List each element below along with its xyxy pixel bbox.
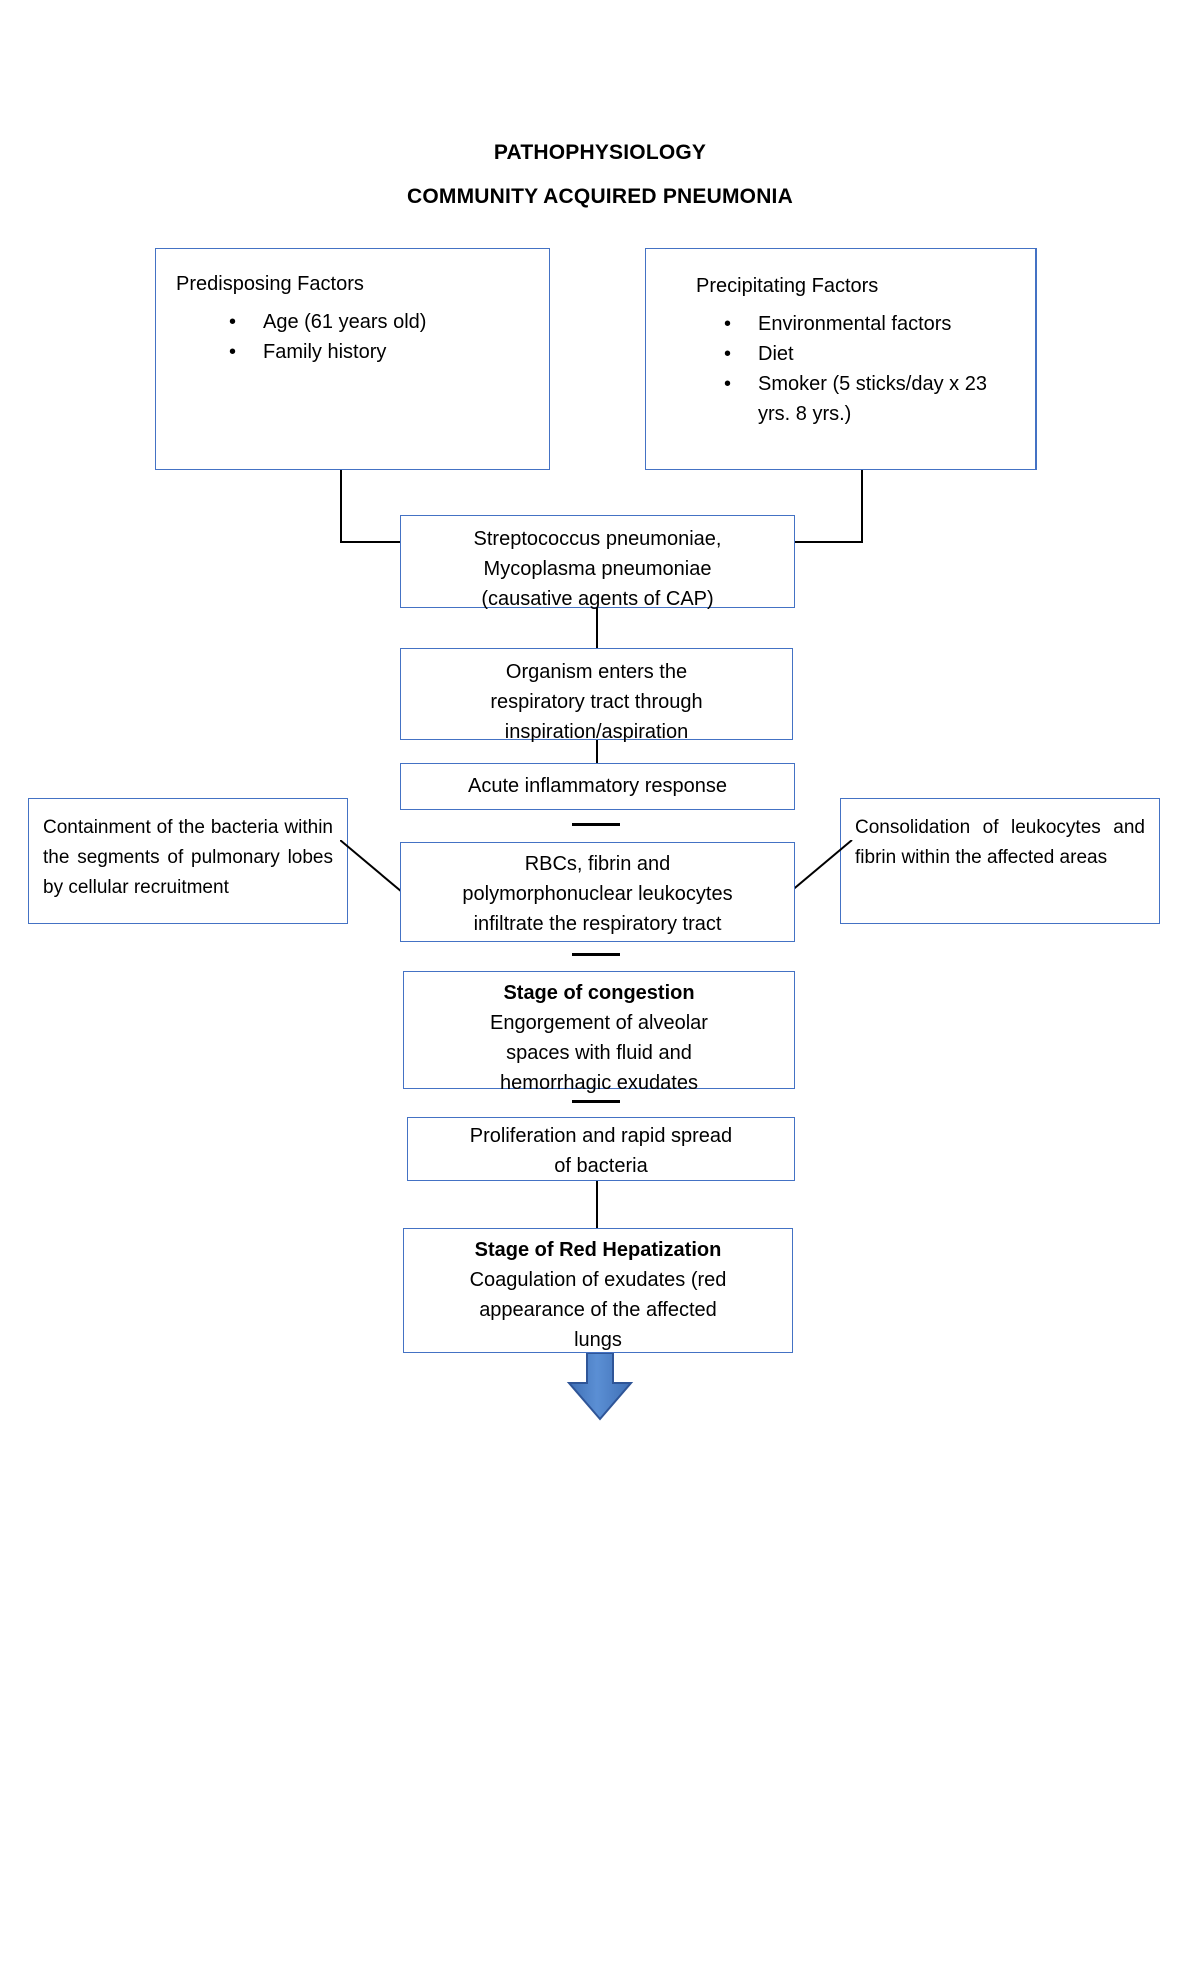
infiltration-line1: RBCs, fibrin and — [524, 853, 671, 875]
connector-predisposing-horizontal — [340, 541, 402, 543]
organism-entry-box: Organism enters the respiratory tract th… — [400, 648, 793, 743]
stage-of-red-hepatization-line2: appearance of the affected — [479, 1299, 717, 1321]
list-item-label: Smoker (5 sticks/day x 23 yrs. 8 yrs.) — [758, 373, 987, 425]
bullet-icon: • — [229, 341, 237, 363]
list-item: • Family history — [229, 337, 549, 367]
connector-organism-to-acute — [596, 740, 598, 764]
stage-of-congestion-box: Stage of congestion Engorgement of alveo… — [403, 971, 795, 1094]
list-item-label: Age (61 years old) — [263, 311, 427, 333]
containment-box: Containment of the bacteria within the s… — [28, 798, 348, 924]
connector-proliferation-to-red-hepatization — [596, 1181, 598, 1229]
acute-inflammatory-response-box: Acute inflammatory response — [400, 763, 795, 810]
stage-of-congestion-heading: Stage of congestion — [503, 982, 695, 1004]
connector-predisposing-vertical — [340, 470, 342, 542]
list-item-label: Environmental factors — [758, 313, 952, 335]
connector-congestion-to-proliferation — [572, 1100, 620, 1103]
proliferation-line2: of bacteria — [554, 1155, 648, 1177]
causative-agents-line1: Streptococcus pneumoniae, — [473, 528, 722, 550]
causative-agents-box: Streptococcus pneumoniae, Mycoplasma pne… — [400, 515, 795, 610]
proliferation-line1: Proliferation and rapid spread — [469, 1125, 733, 1147]
stage-of-congestion-line1: Engorgement of alveolar — [490, 1012, 708, 1034]
connector-acute-to-infiltration — [572, 823, 620, 826]
bullet-icon: • — [724, 343, 732, 365]
predisposing-factors-list: • Age (61 years old) • Family history — [229, 307, 549, 367]
predisposing-factors-box: Predisposing Factors • Age (61 years old… — [155, 248, 550, 470]
connector-infiltration-to-congestion — [572, 953, 620, 956]
stage-of-congestion-line3: hemorrhagic exudates — [500, 1072, 698, 1094]
precipitating-factors-heading: Precipitating Factors — [696, 275, 879, 297]
page-subtitle: COMMUNITY ACQUIRED PNEUMONIA — [407, 185, 793, 208]
list-item: • Diet — [724, 339, 1008, 369]
organism-entry-line2: respiratory tract through — [490, 691, 703, 713]
proliferation-box: Proliferation and rapid spread of bacter… — [407, 1117, 795, 1181]
acute-inflammatory-response-label: Acute inflammatory response — [467, 775, 727, 797]
page-title: PATHOPHYSIOLOGY — [493, 141, 707, 164]
list-item: • Smoker (5 sticks/day x 23 yrs. 8 yrs.) — [724, 369, 1008, 429]
stage-of-red-hepatization-line3: lungs — [574, 1329, 622, 1351]
connector-consolidation-diagonal — [790, 840, 853, 893]
connector-agents-to-organism — [596, 608, 598, 648]
list-item: • Age (61 years old) — [229, 307, 549, 337]
down-arrow-icon — [566, 1353, 634, 1421]
connector-precipitating-vertical — [861, 470, 863, 542]
organism-entry-line3: inspiration/aspiration — [504, 721, 689, 743]
containment-text: Containment of the bacteria within the s… — [43, 817, 333, 898]
list-item: • Environmental factors — [724, 309, 1008, 339]
stage-of-red-hepatization-heading: Stage of Red Hepatization — [474, 1239, 722, 1261]
connector-containment-diagonal — [340, 840, 403, 893]
causative-agents-line3: (causative agents of CAP) — [481, 588, 714, 610]
consolidation-box: Consolidation of leukocytes and fibrin w… — [840, 798, 1160, 924]
consolidation-text: Consolidation of leukocytes and fibrin w… — [855, 817, 1145, 868]
bullet-icon: • — [724, 313, 732, 335]
list-item-label: Family history — [263, 341, 387, 363]
predisposing-factors-heading: Predisposing Factors — [176, 273, 364, 295]
connector-precipitating-horizontal — [793, 541, 863, 543]
organism-entry-line1: Organism enters the — [505, 661, 688, 683]
bullet-icon: • — [724, 373, 732, 395]
bullet-icon: • — [229, 311, 237, 333]
page-title-block: PATHOPHYSIOLOGY COMMUNITY ACQUIRED PNEUM… — [0, 140, 1200, 210]
stage-of-red-hepatization-line1: Coagulation of exudates (red — [469, 1269, 727, 1291]
precipitating-box-right-edge — [1035, 248, 1037, 470]
infiltration-line2: polymorphonuclear leukocytes — [462, 883, 733, 905]
stage-of-red-hepatization-box: Stage of Red Hepatization Coagulation of… — [403, 1228, 793, 1353]
precipitating-factors-box: Precipitating Factors • Environmental fa… — [645, 248, 1037, 470]
causative-agents-line2: Mycoplasma pneumoniae — [483, 558, 712, 580]
infiltration-box: RBCs, fibrin and polymorphonuclear leuko… — [400, 842, 795, 942]
stage-of-congestion-line2: spaces with fluid and — [506, 1042, 692, 1064]
infiltration-line3: infiltrate the respiratory tract — [473, 913, 722, 935]
precipitating-factors-list: • Environmental factors • Diet • Smoker … — [724, 309, 1036, 429]
list-item-label: Diet — [758, 343, 794, 365]
